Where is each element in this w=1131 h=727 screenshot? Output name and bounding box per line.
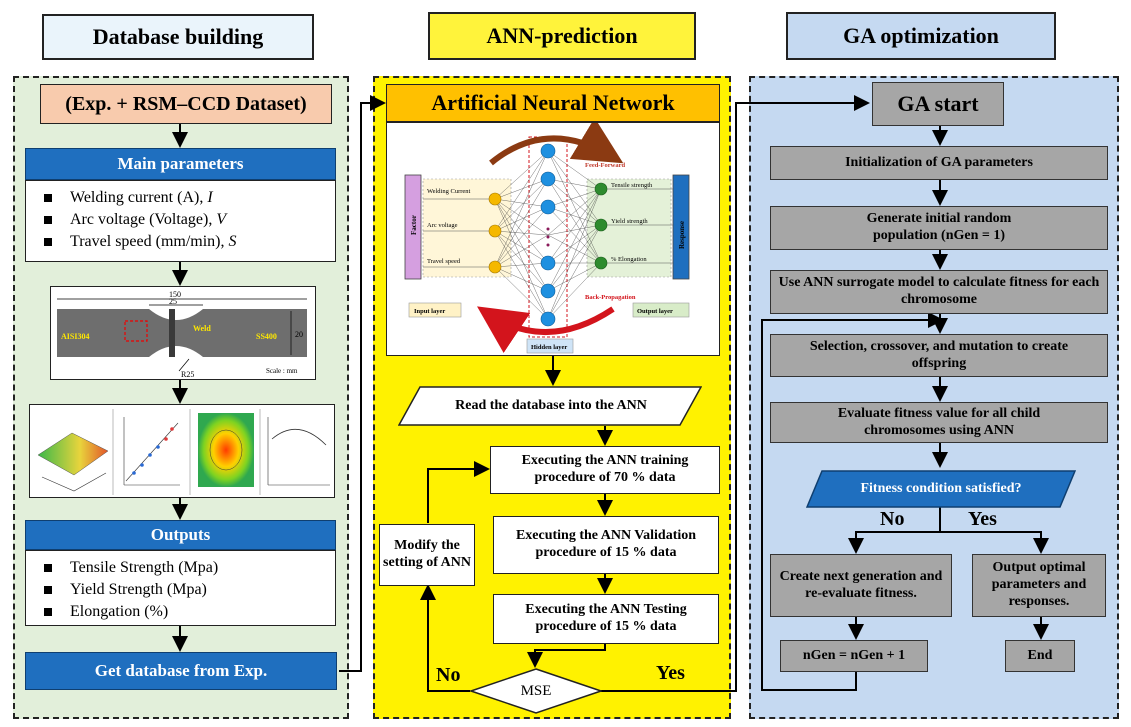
bullet-icon: [44, 586, 52, 594]
mse-yes-label: Yes: [656, 662, 685, 684]
input-label: Arc voltage: [427, 222, 458, 229]
bullet-icon: [44, 216, 52, 224]
mse-label: MSE: [520, 683, 552, 699]
ann-header: ANN-prediction: [428, 12, 696, 60]
specimen-image: 150 25 20 R25 AISI304 SS400 Weld Scale :…: [50, 286, 316, 380]
rsm-plots-image: [29, 404, 335, 498]
list-item: Arc voltage (Voltage), V: [44, 209, 335, 231]
ga-no-label: No: [880, 508, 905, 530]
main-parameters-title: Main parameters: [25, 148, 336, 180]
back-propagation-label: Back-Propagation: [585, 294, 636, 301]
dim-r25-label: R25: [181, 370, 194, 379]
output-optimal-box: Output optimal parameters and responses.: [972, 554, 1106, 617]
mse-diamond: [470, 668, 602, 714]
main-parameters-list: Welding current (A), I Arc voltage (Volt…: [25, 180, 336, 262]
input-layer-label: Input layer: [414, 308, 445, 315]
read-db-label: Read the database into the ANN: [455, 397, 647, 413]
ga-yes-label: Yes: [968, 508, 997, 530]
outputs-title: Outputs: [25, 520, 336, 550]
dim-20-label: 20: [295, 330, 303, 339]
output-label: % Elongation: [611, 256, 647, 263]
list-item: Yield Strength (Mpa): [44, 579, 335, 601]
output-layer-label: Output layer: [637, 308, 673, 315]
ga-start-box: GA start: [872, 82, 1004, 126]
ga-evaluate-box: Evaluate fitness value for all child chr…: [770, 402, 1108, 443]
right-material-label: SS400: [256, 332, 277, 341]
testing-box: Executing the ANN Testing procedure of 1…: [493, 594, 719, 644]
bullet-icon: [44, 194, 52, 202]
ann-network-drawing: Factor Response: [404, 123, 690, 354]
rsm-plots-drawing: [37, 409, 330, 495]
read-db-shape: [398, 386, 702, 426]
bullet-icon: [44, 564, 52, 572]
bullet-icon: [44, 608, 52, 616]
factor-label: Factor: [410, 215, 418, 235]
bullet-icon: [44, 238, 52, 246]
left-material-label: AISI304: [61, 332, 89, 341]
get-database-box: Get database from Exp.: [25, 652, 337, 690]
fitness-condition-shape: [806, 470, 1076, 508]
output-label: Yield strength: [611, 218, 648, 225]
dim-150-label: 150: [169, 290, 181, 299]
input-label: Welding Current: [427, 188, 471, 195]
ga-header: GA optimization: [786, 12, 1056, 60]
ga-generate-box: Generate initial random population (nGen…: [770, 206, 1108, 250]
outputs-list: Tensile Strength (Mpa) Yield Strength (M…: [25, 550, 336, 626]
end-box: End: [1005, 640, 1075, 672]
ann-title-box: Artificial Neural Network: [386, 84, 720, 122]
mse-no-label: No: [436, 664, 461, 686]
fitness-condition-label: Fitness condition satisfied?: [860, 480, 1022, 496]
response-label: Response: [678, 221, 686, 249]
feed-forward-label: Feed-Forward: [585, 162, 625, 169]
modify-box: Modify the setting of ANN: [379, 524, 475, 586]
scale-label: Scale : mm: [266, 367, 298, 375]
ngen-increment-box: nGen = nGen + 1: [780, 640, 928, 672]
list-item: Travel speed (mm/min), S: [44, 231, 335, 253]
list-item: Tensile Strength (Mpa): [44, 557, 335, 579]
ga-selection-box: Selection, crossover, and mutation to cr…: [770, 334, 1108, 377]
output-label: Tensile strength: [611, 182, 653, 189]
ga-init-box: Initialization of GA parameters: [770, 146, 1108, 180]
hidden-layer-label: Hidden layer: [531, 344, 567, 351]
training-box: Executing the ANN training procedure of …: [490, 446, 720, 494]
database-header: Database building: [42, 14, 314, 60]
specimen-drawing: 150 25 20 R25 AISI304 SS400 Weld Scale :…: [57, 290, 307, 379]
ann-network-image: Factor Response: [386, 122, 720, 356]
validation-box: Executing the ANN Validation procedure o…: [493, 516, 719, 574]
dim-25-label: 25: [169, 297, 177, 306]
next-generation-box: Create next generation and re-evaluate f…: [770, 554, 952, 617]
input-label: Travel speed: [427, 258, 461, 265]
ga-fitness-box: Use ANN surrogate model to calculate fit…: [770, 270, 1108, 314]
weld-label: Weld: [193, 324, 211, 333]
list-item: Welding current (A), I: [44, 187, 335, 209]
list-item: Elongation (%): [44, 601, 335, 623]
dataset-box: (Exp. + RSM–CCD Dataset): [40, 84, 332, 124]
